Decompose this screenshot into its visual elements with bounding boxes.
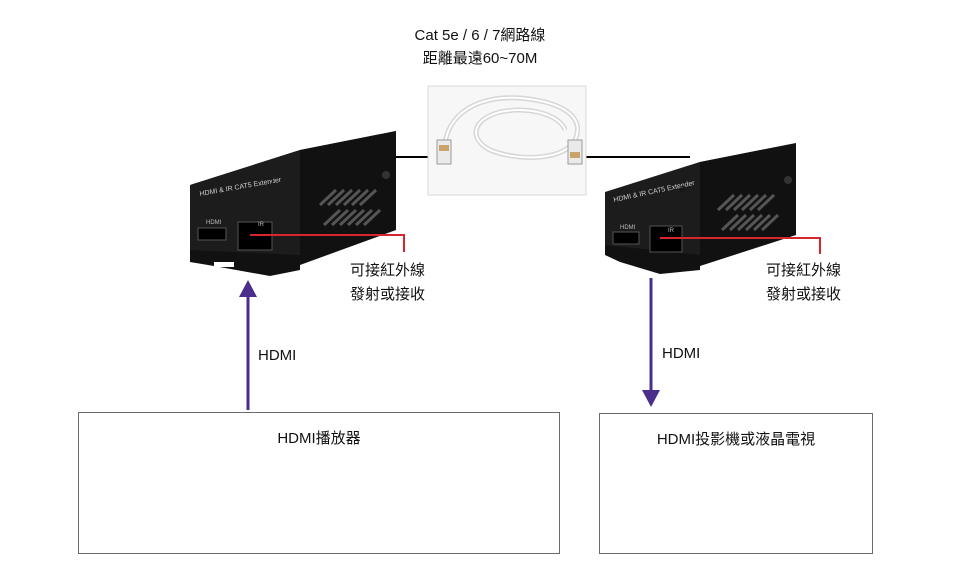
receiver-unit bbox=[605, 143, 796, 274]
receiver-hdmi-port-label: HDMI bbox=[620, 225, 636, 231]
ethernet-cable-image bbox=[427, 85, 587, 196]
transmitter-badge: T bbox=[270, 177, 275, 186]
cable-caption-line1: Cat 5e / 6 / 7網路線 bbox=[414, 27, 546, 44]
cable-caption-line2: 距離最遠60~70M bbox=[422, 50, 538, 67]
receiver-ir-callout-line bbox=[660, 237, 821, 254]
source-hdmi-arrow-head bbox=[239, 280, 257, 297]
receiver-ir-note-line2: 發射或接收 bbox=[766, 286, 842, 303]
display-hdmi-label: HDMI bbox=[662, 345, 701, 362]
transmitter-unit bbox=[190, 131, 396, 276]
transmitter-ir-port-label: IR bbox=[258, 222, 265, 228]
receiver-ir-port-label: IR bbox=[668, 228, 675, 234]
display-hdmi-arrow-head bbox=[642, 390, 660, 407]
source-box-title: HDMI播放器 bbox=[277, 430, 361, 447]
transmitter-ir-callout-line bbox=[250, 234, 405, 252]
display-devices-box: HDMI投影機或液晶電視 bbox=[599, 413, 873, 554]
transmitter-ir-note-line2: 發射或接收 bbox=[350, 286, 426, 303]
transmitter-ir-note-line1: 可接紅外線 bbox=[350, 262, 426, 279]
source-hdmi-label: HDMI bbox=[258, 347, 297, 364]
receiver-ir-note-line1: 可接紅外線 bbox=[766, 262, 842, 279]
display-box-title: HDMI投影機或液晶電視 bbox=[656, 431, 816, 448]
receiver-badge: R bbox=[680, 185, 686, 194]
source-devices-box: HDMI播放器 bbox=[78, 412, 560, 554]
transmitter-hdmi-port-label: HDMI bbox=[206, 220, 222, 226]
